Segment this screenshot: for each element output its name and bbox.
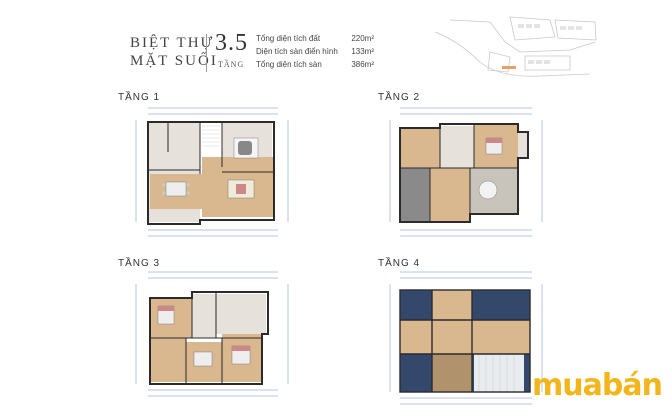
floor-label-1: TẦNG 1 [118,92,161,103]
site-map-thumbnail [434,16,597,77]
floor-count: 3.5 [215,30,248,56]
stat-label: Diện tích sàn điển hình [256,47,338,56]
floor-plan-1 [135,107,289,237]
logo-text-part-2: bán [601,368,663,403]
floor-plan-4 [389,271,543,405]
title-line-1: BIỆT THỰ [130,35,215,51]
stats-table: Tổng diện tích đất 220m² Diện tích sàn đ… [256,34,374,73]
stat-label: Tổng diện tích sàn [256,60,322,69]
project-title: BIỆT THỰ MẶT SUỐI [130,34,218,70]
muaban-logo: muabán [532,368,663,403]
floor-label-3: TẦNG 3 [118,258,161,269]
floor-plan-2 [389,107,543,237]
floor-plan-3 [135,271,289,397]
floor-unit: TẦNG [218,60,245,69]
divider [206,34,207,72]
stat-label: Tổng diện tích đất [256,34,321,43]
title-line-2: MẶT SUỐI [130,53,218,69]
logo-text-part-1: mua [532,368,603,403]
stat-value: 386m² [351,60,374,69]
floor-label-2: TẦNG 2 [378,92,421,103]
stat-value: 133m² [351,47,374,56]
stat-value: 220m² [351,34,374,43]
floor-label-4: TẦNG 4 [378,258,421,269]
